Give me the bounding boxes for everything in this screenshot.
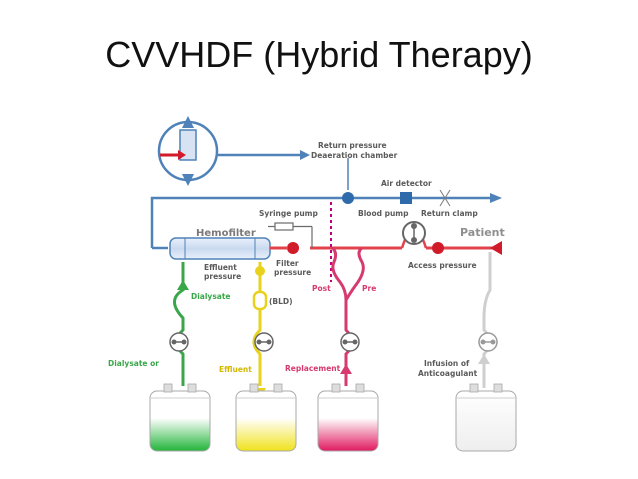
label-bld: (BLD) bbox=[269, 297, 293, 306]
infusion-pump-icon bbox=[478, 332, 498, 352]
label-hemofilter: Hemofilter bbox=[196, 228, 256, 239]
blood-pump-icon bbox=[402, 221, 426, 245]
access-pressure-icon bbox=[432, 242, 444, 254]
label-effluent-pressure-line2: pressure bbox=[204, 272, 241, 281]
label-post: Post bbox=[312, 284, 331, 293]
label-filter-pressure-line2: pressure bbox=[274, 268, 311, 277]
hemofilter-icon bbox=[169, 237, 288, 260]
return-clamp-icon bbox=[439, 189, 451, 207]
bld-detector-icon bbox=[252, 290, 268, 311]
dialysate-line bbox=[173, 262, 185, 386]
replacement-arrow-icon bbox=[340, 364, 352, 374]
label-infusion-line2: Anticoagulant bbox=[418, 369, 478, 378]
infusion-arrow-icon bbox=[478, 354, 490, 364]
filter-pressure-icon bbox=[287, 242, 299, 254]
replacement-bag-icon bbox=[317, 383, 379, 452]
replacement-pump-icon bbox=[340, 332, 360, 352]
label-patient: Patient bbox=[460, 226, 505, 239]
label-filter-pressure-line1: Filter bbox=[276, 259, 299, 268]
return-arrow-right-icon bbox=[490, 193, 502, 203]
label-return-pressure: Return pressure bbox=[318, 141, 387, 150]
return-line bbox=[150, 153, 490, 250]
label-access-pressure: Access pressure bbox=[408, 261, 477, 270]
label-effluent-pressure-line1: Effluent bbox=[204, 263, 237, 272]
dialysate-arrow-icon bbox=[177, 280, 189, 290]
label-pre: Pre bbox=[362, 284, 376, 293]
syringe-pump-icon bbox=[268, 222, 313, 248]
air-detector-icon bbox=[400, 192, 412, 204]
deaeration-chamber-icon bbox=[342, 192, 354, 204]
label-deaeration-chamber: Deaeration chamber bbox=[311, 151, 398, 160]
anticoagulant-bag-icon bbox=[455, 383, 517, 452]
effluent-pump-icon bbox=[254, 332, 274, 352]
patient-arrow-icon bbox=[490, 241, 502, 255]
return-arrow-top-icon bbox=[300, 150, 310, 160]
label-replacement: Replacement bbox=[285, 364, 341, 373]
slide-title: CVVHDF (Hybrid Therapy) bbox=[105, 34, 533, 75]
deaeration-chamber-drawing bbox=[157, 116, 219, 186]
label-dialysate: Dialysate bbox=[191, 292, 231, 301]
label-return-clamp: Return clamp bbox=[421, 209, 478, 218]
label-air-detector: Air detector bbox=[381, 179, 432, 188]
dialysate-bag-icon bbox=[149, 383, 211, 452]
infusion-line bbox=[482, 252, 492, 388]
dialysate-pump-icon bbox=[169, 332, 189, 352]
label-blood-pump: Blood pump bbox=[358, 209, 409, 218]
effluent-line bbox=[252, 262, 262, 386]
effluent-bag-icon bbox=[235, 383, 297, 452]
effluent-pressure-icon bbox=[255, 266, 265, 276]
label-syringe-pump: Syringe pump bbox=[259, 209, 318, 218]
label-infusion-line1: Infusion of bbox=[424, 359, 470, 368]
label-effluent: Effluent bbox=[219, 365, 252, 374]
label-dialysate-or: Dialysate or bbox=[108, 359, 159, 368]
